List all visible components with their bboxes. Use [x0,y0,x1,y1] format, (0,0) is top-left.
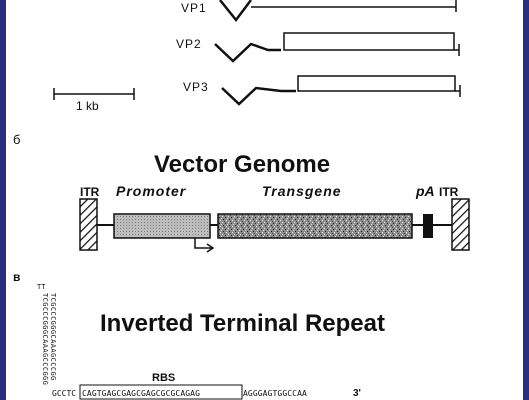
panel-b: б Vector Genome ITR Promoter Transgene p… [13,132,470,253]
vp2-label: VP2 [176,37,202,51]
panel-b-letter: б [13,132,20,147]
promoter-label: Promoter [116,183,187,199]
three-prime-label: 3' [353,388,361,399]
sequence-prefix: GCCTC [52,389,76,398]
sequence-tail: AGGGAGTGGCCAA [243,389,307,398]
rbs-label: RBS [152,372,175,384]
vp1-label: VP1 [181,1,207,15]
vp3-coding-box [297,75,456,92]
rbs-box [79,384,243,400]
vp2-coding-box [283,32,455,51]
diagram-canvas: VP1 VP2 VP3 1 kb [13,0,470,400]
scale-label: 1 kb [76,99,99,113]
hairpin-loop: TT [37,283,46,291]
panel-a: VP1 VP2 VP3 1 kb [53,0,461,113]
itr-title: Inverted Terminal Repeat [100,310,385,337]
promoter-box [113,213,211,239]
itr-right-label: ITR [439,185,459,199]
hairpin-left-strand: TCGCCCGGGCAAAGCCCGGG [41,293,49,385]
vp3-label: VP3 [183,80,209,94]
itr-right-box [451,198,470,251]
vp3-splice-line [221,86,296,106]
hairpin-right-strand: TCGCCCGGGCAAAGCCCGG [49,293,57,381]
panel-c-letter: в [13,270,20,284]
rbs-sequence: CAGTGAGCGAGCGAGCGCGCAGAG [82,389,200,398]
vp2-splice-line [214,42,281,63]
pa-box [423,214,433,238]
transcription-start-arrow [194,238,212,249]
transgene-label: Transgene [262,183,342,199]
arrow-head-icon [206,243,215,253]
vp1-splice-line [219,0,252,23]
transgene-box [217,213,413,239]
pa-label: pA [415,183,435,199]
itr-left-label: ITR [80,185,100,199]
figure: VP1 VP2 VP3 1 kb [6,0,523,400]
itr-left-box [79,198,98,251]
vector-genome-title: Vector Genome [154,151,330,178]
panel-c: в Inverted Terminal Repeat TT TCGCCCGGGC… [13,270,385,400]
